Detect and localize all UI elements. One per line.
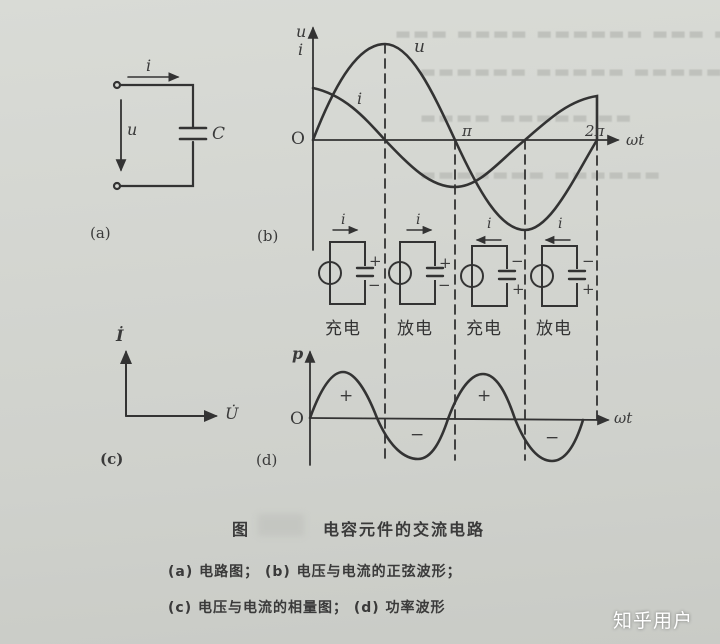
dashed-guides: [384, 43, 598, 461]
y-axis-label-i: i: [298, 40, 304, 59]
current-phasor-label: İ: [116, 326, 124, 345]
origin-label-d: O: [290, 409, 304, 429]
sub-circuit-4-label: 放电: [536, 319, 572, 339]
x-axis-label-b: ωt: [626, 131, 645, 149]
background-text: ▬▬▬▬▬▬▬ ▬▬▬▬▬▬: [420, 165, 663, 185]
power-sign-1: +: [339, 386, 354, 406]
sub-circuit-4-plus: +: [582, 280, 595, 298]
figure-number-redacted: [258, 514, 304, 536]
capacitor-label-a: C: [212, 124, 226, 144]
background-text: ▬▬▬ ▬▬▬▬ ▬▬▬▬▬▬ ▬▬▬ ▬▬▬▬: [395, 24, 720, 44]
sub-circuit-4-minus: −: [582, 252, 595, 270]
sub-circuit-2: [388, 225, 445, 305]
y-axis-label-p: p: [292, 344, 304, 363]
watermark: 知乎用户: [613, 610, 694, 632]
current-label-a: i: [146, 56, 152, 75]
origin-label-b: O: [291, 129, 305, 149]
phasor-diagram-c: [120, 350, 218, 422]
sub-circuit-3-minus: −: [511, 252, 524, 270]
sub-circuit-2-minus: −: [438, 276, 451, 294]
voltage-label-a: u: [127, 120, 138, 139]
panel-label-d: (d): [256, 451, 278, 469]
two-pi-label: 2π: [585, 122, 605, 140]
panel-label-c: (c): [100, 450, 124, 468]
sub-circuit-3-label: 充电: [466, 319, 502, 339]
sub-circuit-1: [318, 225, 375, 305]
sub-circuit-3-plus: +: [512, 280, 525, 298]
pi-label: π: [462, 122, 472, 140]
power-sign-3: +: [477, 386, 492, 406]
sub-circuit-3: [460, 235, 517, 307]
sub-circuit-2-plus: +: [439, 254, 452, 272]
figure-caption-prefix: 图: [232, 520, 251, 539]
sub-circuit-1-current: i: [341, 212, 346, 228]
sub-circuit-1-label: 充电: [325, 319, 361, 339]
curve-label-i: i: [357, 89, 363, 108]
circuit-diagram-a: [112, 72, 208, 191]
sub-circuit-3-current: i: [487, 216, 492, 232]
sub-circuit-1-minus: −: [368, 276, 381, 294]
sub-circuits: [318, 225, 587, 307]
sub-circuit-4-current: i: [558, 216, 563, 232]
figure-caption-title: 电容元件的交流电路: [323, 520, 486, 539]
voltage-phasor-label: U̇: [225, 404, 239, 423]
power-sign-2: −: [410, 425, 425, 445]
panel-label-b: (b): [257, 227, 279, 245]
power-curve-p: [308, 370, 585, 463]
figure-caption-line-2: (c) 电压与电流的相量图； (d) 功率波形: [168, 600, 446, 616]
power-axes-d: [304, 350, 610, 466]
background-text: ▬▬▬▬▬▬ ▬▬▬▬▬ ▬▬▬▬▬ ▬▬: [420, 62, 720, 82]
panel-label-a: (a): [90, 224, 111, 242]
sub-circuit-2-label: 放电: [397, 319, 433, 339]
background-text: ▬▬▬▬ ▬▬▬▬▬ ▬▬: [420, 108, 634, 128]
y-axis-label-u: u: [296, 22, 307, 41]
sub-circuit-4: [530, 235, 587, 307]
power-sign-4: −: [545, 428, 560, 448]
curve-label-u: u: [414, 37, 425, 57]
x-axis-label-d: ωt: [614, 409, 633, 427]
sub-circuit-1-plus: +: [369, 252, 382, 270]
figure-caption-line-1: (a) 电路图； (b) 电压与电流的正弦波形；: [168, 564, 462, 580]
sub-circuit-2-current: i: [416, 212, 421, 228]
